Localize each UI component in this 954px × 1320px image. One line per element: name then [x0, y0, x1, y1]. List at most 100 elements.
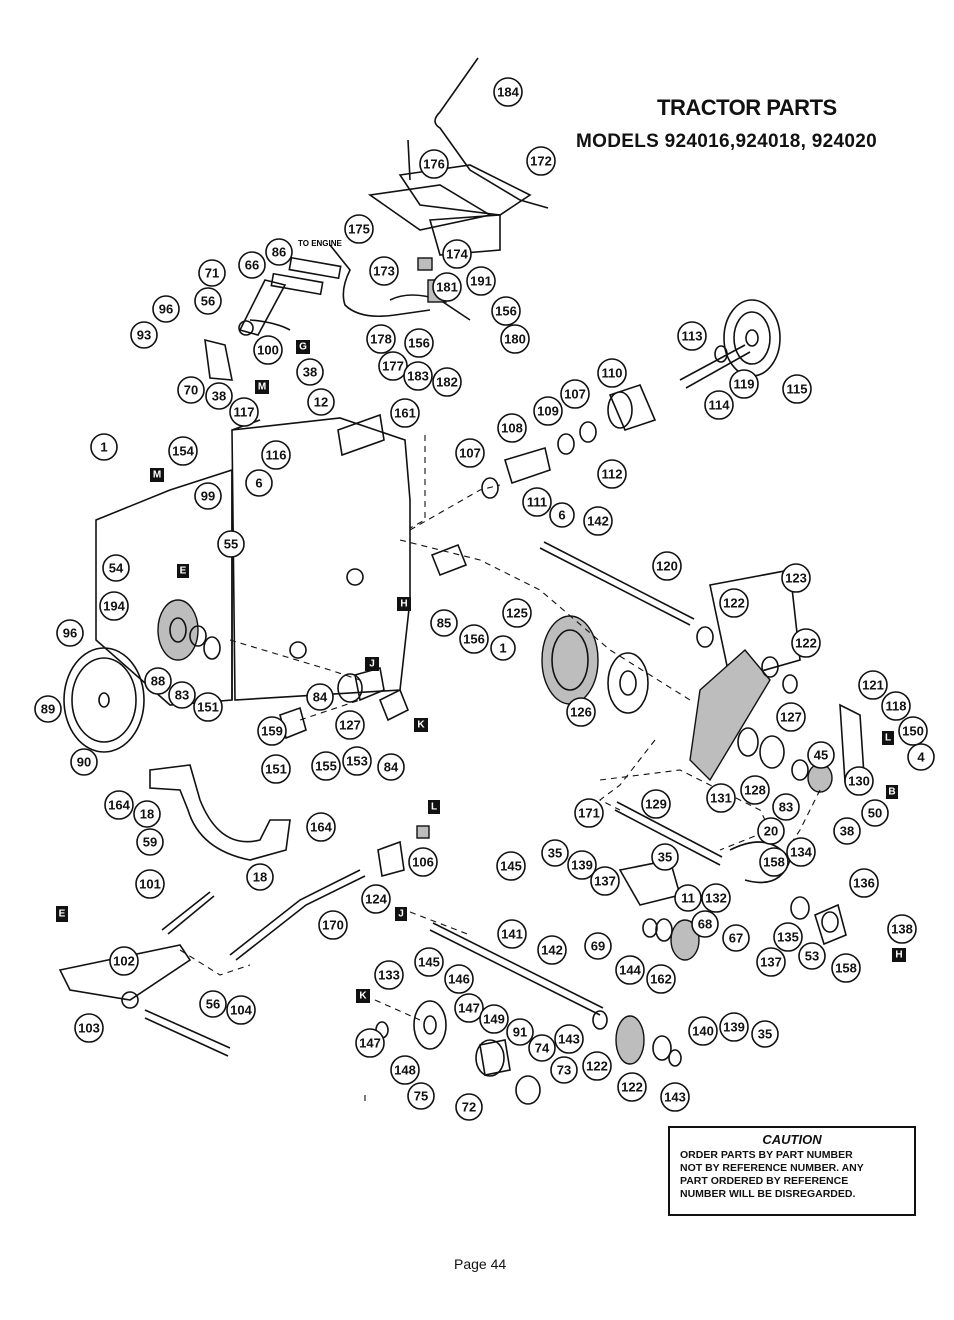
svg-text:68: 68	[698, 917, 712, 932]
svg-text:175: 175	[348, 222, 370, 237]
svg-text:113: 113	[682, 329, 703, 344]
callout-150: 150	[898, 716, 928, 746]
callout-111: 111	[522, 487, 552, 517]
callout-153: 153	[342, 746, 372, 776]
svg-text:148: 148	[394, 1063, 416, 1078]
svg-text:158: 158	[835, 961, 857, 976]
svg-text:139: 139	[723, 1020, 745, 1035]
callout-127: 127	[335, 710, 365, 740]
svg-text:71: 71	[205, 266, 219, 281]
svg-text:96: 96	[159, 302, 173, 317]
svg-text:L: L	[431, 802, 437, 813]
svg-text:83: 83	[175, 688, 189, 703]
svg-text:122: 122	[586, 1059, 608, 1074]
callout-53: 53	[798, 942, 826, 970]
callout-115: 115	[782, 374, 812, 404]
callout-191: 191	[466, 266, 496, 296]
svg-text:135: 135	[777, 930, 799, 945]
callout-12: 12	[307, 388, 335, 416]
tag-b: B	[886, 785, 898, 799]
callout-126: 126	[566, 697, 596, 727]
tag-h: H	[892, 948, 906, 962]
svg-text:86: 86	[272, 245, 286, 260]
svg-text:91: 91	[513, 1025, 527, 1040]
svg-text:141: 141	[501, 927, 523, 942]
svg-text:114: 114	[709, 398, 731, 413]
svg-text:122: 122	[795, 636, 817, 651]
callout-170: 170	[318, 910, 348, 940]
svg-text:147: 147	[359, 1036, 381, 1051]
callout-175: 175	[344, 214, 374, 244]
callout-103: 103	[74, 1013, 104, 1043]
callout-139: 139	[567, 850, 597, 880]
callout-83: 83	[772, 793, 800, 821]
svg-text:56: 56	[206, 997, 220, 1012]
svg-text:99: 99	[201, 489, 215, 504]
callout-127: 127	[776, 702, 806, 732]
callout-134: 134	[786, 837, 816, 867]
svg-text:174: 174	[446, 247, 468, 262]
svg-text:158: 158	[763, 855, 785, 870]
tag-j: J	[395, 907, 407, 921]
callout-124: 124	[361, 884, 391, 914]
svg-text:172: 172	[530, 154, 552, 169]
tag-j: J	[365, 657, 379, 671]
callout-101: 101	[135, 869, 165, 899]
tag-h: H	[397, 597, 411, 611]
svg-text:145: 145	[500, 859, 522, 874]
svg-text:4: 4	[917, 750, 925, 765]
callout-93: 93	[130, 321, 158, 349]
caution-notice: CAUTION ORDER PARTS BY PART NUMBER NOT B…	[668, 1126, 916, 1216]
callout-142: 142	[537, 935, 567, 965]
svg-text:66: 66	[245, 258, 259, 273]
callout-137: 137	[590, 866, 620, 896]
callout-107: 107	[560, 379, 590, 409]
svg-text:90: 90	[77, 755, 91, 770]
svg-text:6: 6	[558, 508, 565, 523]
callout-71: 71	[198, 259, 226, 287]
svg-text:L: L	[885, 733, 891, 744]
callout-143: 143	[554, 1024, 584, 1054]
svg-text:H: H	[895, 950, 902, 961]
svg-text:151: 151	[197, 700, 219, 715]
callout-104: 104	[226, 995, 256, 1025]
tag-k: K	[356, 989, 370, 1003]
callout-122: 122	[582, 1051, 612, 1081]
callout-38: 38	[833, 817, 861, 845]
svg-text:129: 129	[645, 797, 667, 812]
svg-text:177: 177	[382, 359, 404, 374]
models-subtitle: MODELS 924016,924018, 924020	[576, 131, 877, 152]
callout-159: 159	[257, 716, 287, 746]
callout-89: 89	[34, 695, 62, 723]
svg-text:149: 149	[483, 1012, 505, 1027]
callout-135: 135	[773, 922, 803, 952]
svg-text:101: 101	[139, 877, 161, 892]
svg-text:54: 54	[109, 561, 124, 576]
svg-text:173: 173	[373, 264, 395, 279]
svg-text:170: 170	[322, 918, 344, 933]
callout-84: 84	[377, 753, 405, 781]
svg-text:J: J	[369, 659, 375, 670]
callout-194: 194	[99, 591, 129, 621]
svg-text:147: 147	[458, 1001, 480, 1016]
callout-73: 73	[550, 1056, 578, 1084]
callout-143: 143	[660, 1082, 690, 1112]
svg-text:K: K	[417, 720, 425, 731]
callout-20: 20	[757, 817, 785, 845]
callout-172: 172	[526, 146, 556, 176]
callout-6: 6	[549, 502, 575, 528]
svg-text:109: 109	[537, 404, 559, 419]
svg-text:G: G	[299, 342, 307, 353]
svg-text:146: 146	[448, 972, 470, 987]
svg-text:70: 70	[184, 383, 198, 398]
svg-text:35: 35	[548, 846, 562, 861]
callout-177: 177	[378, 351, 408, 381]
svg-text:72: 72	[462, 1100, 476, 1115]
svg-text:M: M	[153, 470, 161, 481]
svg-text:194: 194	[103, 599, 125, 614]
svg-text:45: 45	[814, 748, 828, 763]
svg-text:136: 136	[853, 876, 875, 891]
callout-11: 11	[674, 884, 702, 912]
svg-text:156: 156	[495, 304, 517, 319]
